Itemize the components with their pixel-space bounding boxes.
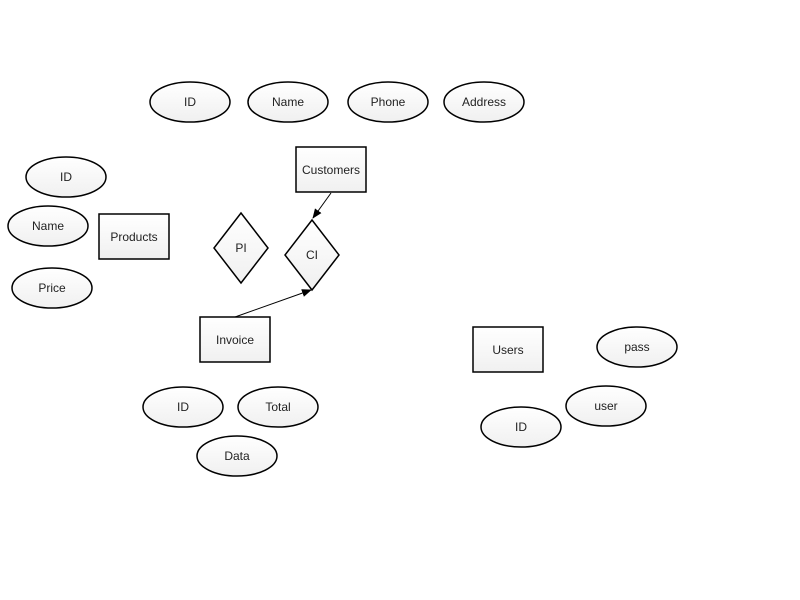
customers-ci-connector[interactable] bbox=[312, 192, 332, 219]
attribute-label: user bbox=[594, 399, 617, 413]
attribute-label: Price bbox=[38, 281, 66, 295]
attribute-users-id[interactable]: ID bbox=[480, 406, 562, 448]
attribute-label: ID bbox=[177, 400, 189, 414]
invoice-ci-connector[interactable] bbox=[234, 289, 312, 318]
relationship-label: PI bbox=[235, 241, 246, 255]
attribute-users-pass[interactable]: pass bbox=[596, 326, 678, 368]
entity-label: Invoice bbox=[216, 333, 254, 347]
attribute-customers-name[interactable]: Name bbox=[247, 81, 329, 123]
relationship-pi[interactable]: PI bbox=[213, 211, 269, 285]
attribute-label: ID bbox=[60, 170, 72, 184]
entity-label: Users bbox=[492, 343, 523, 357]
relationship-ci[interactable]: CI bbox=[284, 218, 340, 292]
attribute-customers-address[interactable]: Address bbox=[443, 81, 525, 123]
attribute-label: ID bbox=[184, 95, 196, 109]
entity-invoice[interactable]: Invoice bbox=[199, 316, 271, 363]
attribute-products-name[interactable]: Name bbox=[7, 205, 89, 247]
attribute-label: Phone bbox=[371, 95, 406, 109]
entity-products[interactable]: Products bbox=[98, 213, 170, 260]
attribute-products-id[interactable]: ID bbox=[25, 156, 107, 198]
entity-customers[interactable]: Customers bbox=[295, 146, 367, 193]
attribute-label: Name bbox=[272, 95, 304, 109]
attribute-label: Address bbox=[462, 95, 506, 109]
attribute-invoice-total[interactable]: Total bbox=[237, 386, 319, 428]
attribute-customers-id[interactable]: ID bbox=[149, 81, 231, 123]
entity-label: Products bbox=[110, 230, 157, 244]
attribute-label: Data bbox=[224, 449, 250, 463]
attribute-users-user[interactable]: user bbox=[565, 385, 647, 427]
attribute-invoice-id[interactable]: ID bbox=[142, 386, 224, 428]
attribute-invoice-data[interactable]: Data bbox=[196, 435, 278, 477]
attribute-label: ID bbox=[515, 420, 527, 434]
attribute-customers-phone[interactable]: Phone bbox=[347, 81, 429, 123]
entity-label: Customers bbox=[302, 163, 360, 177]
attribute-products-price[interactable]: Price bbox=[11, 267, 93, 309]
attribute-label: Total bbox=[265, 400, 290, 414]
attribute-label: pass bbox=[624, 340, 649, 354]
attribute-label: Name bbox=[32, 219, 64, 233]
relationship-label: CI bbox=[306, 248, 318, 262]
entity-users[interactable]: Users bbox=[472, 326, 544, 373]
